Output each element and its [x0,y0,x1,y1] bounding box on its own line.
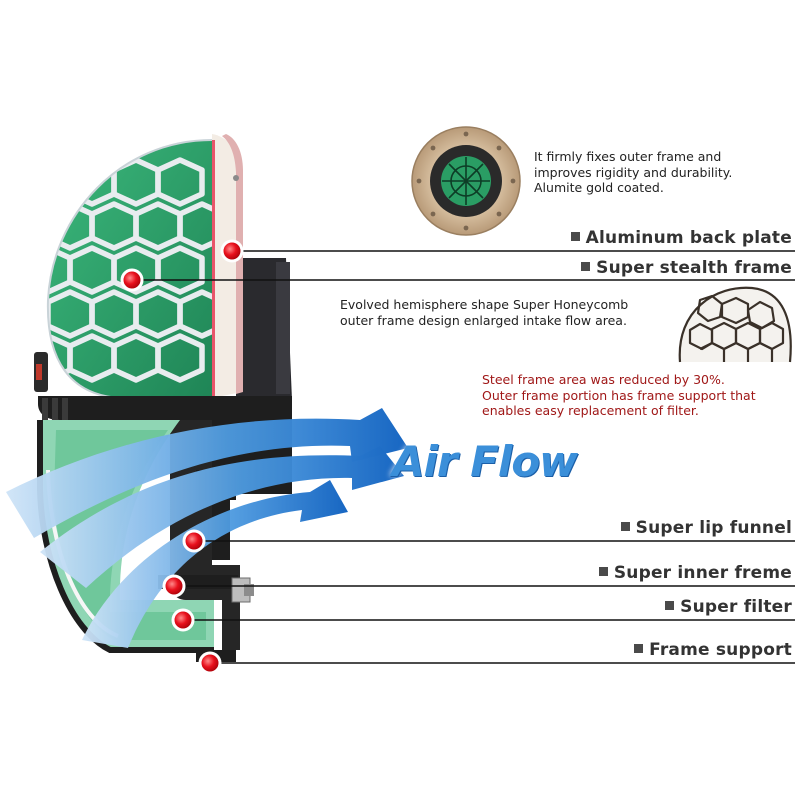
steel-frame-note: Steel frame area was reduced by 30%. Out… [482,372,756,418]
label-super-filter: Super filter [665,597,792,617]
back-plate-note: It firmly fixes outer frame and improves… [534,149,733,195]
aluminum-back-plate-thumbnail [411,126,521,236]
bullet-square [634,644,644,653]
label-text: Frame support [649,640,792,660]
bullet-square [620,522,630,531]
label-text: Aluminum back plate [585,228,792,248]
honeycomb-frame-thumbnail [678,286,792,363]
bullet-square [598,567,608,576]
stealth-frame-note: Evolved hemisphere shape Super Honeycomb… [340,297,629,328]
leader-lines [132,250,795,664]
label-super-lip-funnel: Super lip funnel [620,518,792,538]
label-text: Super lip funnel [635,518,792,538]
label-super-stealth-frame: Super stealth frame [581,258,792,278]
label-aluminum-back-plate: Aluminum back plate [570,228,792,248]
label-text: Super inner freme [613,563,792,583]
air-flow-arrows [6,408,408,648]
bullet-square [570,232,580,241]
label-super-inner-freme: Super inner freme [598,563,792,583]
bullet-square [581,262,591,271]
label-text: Super filter [680,597,792,617]
part-markers [120,239,244,675]
label-frame-support: Frame support [634,640,792,660]
filter-cross-section [6,134,408,662]
label-text: Super stealth frame [596,258,792,278]
air-flow-title: Air Flow [392,437,578,486]
bullet-square [665,601,675,610]
